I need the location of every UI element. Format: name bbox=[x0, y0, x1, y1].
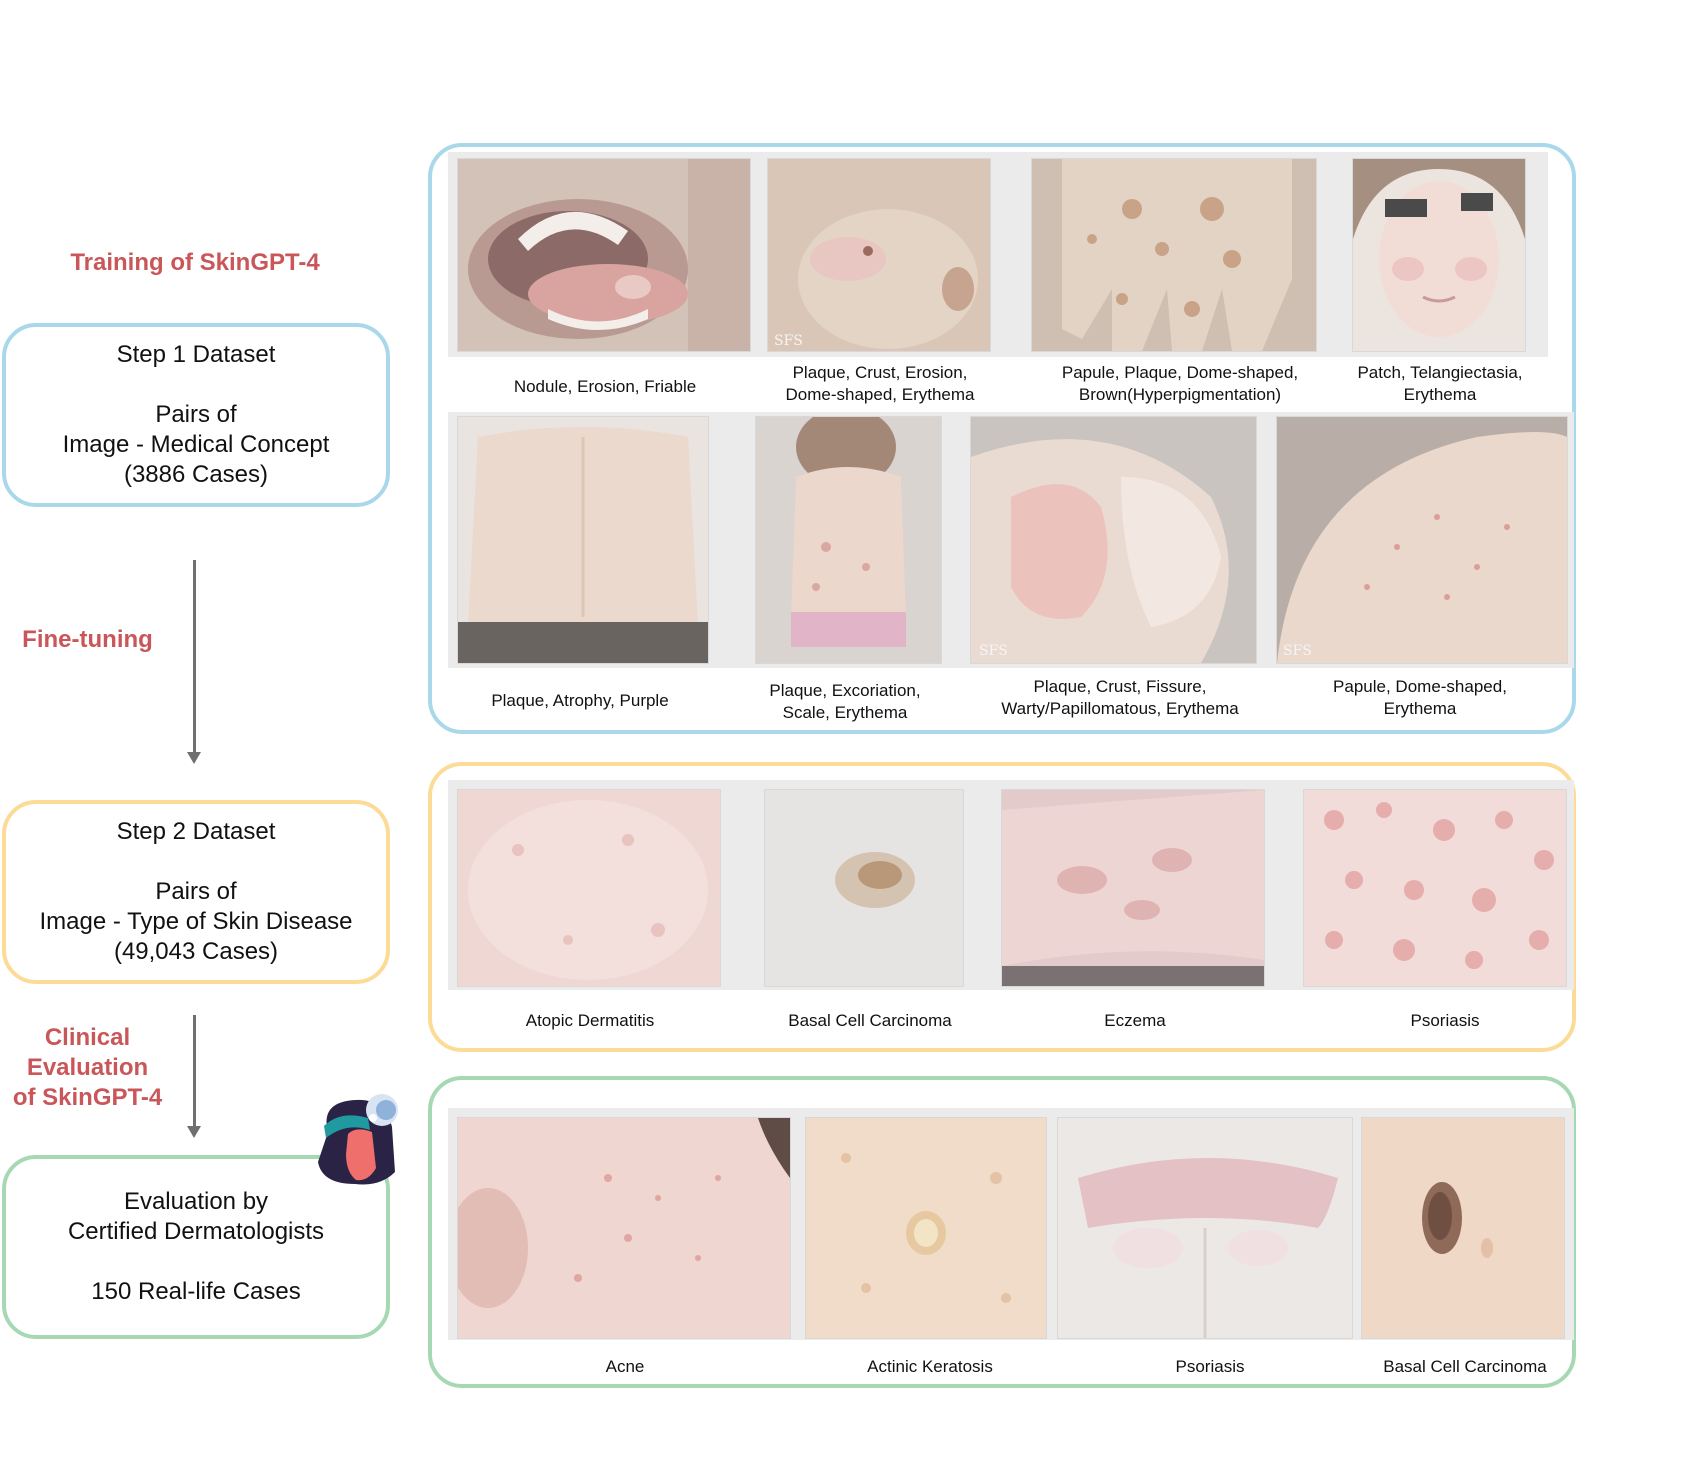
svg-text:SFS: SFS bbox=[979, 643, 1008, 659]
doctor-avatar-icon bbox=[310, 1092, 410, 1192]
caption-row1-3: Papule, Plaque, Dome-shaped, Brown(Hyper… bbox=[1030, 362, 1330, 406]
caption-line: Dome-shaped, Erythema bbox=[785, 385, 975, 404]
caption-line: Patch, Telangiectasia, bbox=[1357, 363, 1523, 382]
clinical-label-line: Evaluation bbox=[26, 1054, 149, 1081]
arrow-step1-to-step2 bbox=[193, 560, 196, 752]
caption-line: Scale, Erythema bbox=[782, 703, 908, 722]
caption-row2-1: Plaque, Atrophy, Purple bbox=[455, 690, 705, 712]
step2-line: Image - Type of Skin Disease bbox=[39, 908, 353, 935]
step3-title-line: Evaluation by bbox=[123, 1188, 269, 1215]
step3-cases: 150 Real-life Cases bbox=[91, 1278, 301, 1305]
step1-line: Image - Medical Concept bbox=[62, 431, 330, 458]
image-keratosis-lesion bbox=[805, 1117, 1047, 1339]
step1-title: Step 1 Dataset bbox=[116, 341, 276, 368]
caption-line: Nodule, Erosion, Friable bbox=[513, 377, 697, 396]
caption-row1-2: Plaque, Crust, Erosion, Dome-shaped, Ery… bbox=[745, 362, 1015, 406]
arrow-step2-to-step3 bbox=[193, 1015, 196, 1128]
image-bare-back bbox=[457, 416, 709, 664]
step1-line: Pairs of bbox=[155, 401, 237, 428]
caption-line: Plaque, Crust, Erosion, bbox=[792, 363, 968, 382]
svg-text:SFS: SFS bbox=[774, 333, 803, 349]
caption-row2-3: Plaque, Crust, Fissure, Warty/Papillomat… bbox=[970, 676, 1270, 720]
image-back-dermatitis bbox=[457, 789, 721, 987]
image-hand-papules bbox=[1031, 158, 1317, 352]
caption-line: Papule, Dome-shaped, bbox=[1333, 677, 1507, 696]
image-cheek-acne bbox=[457, 1117, 791, 1339]
step2-line: (49,043 Cases) bbox=[113, 938, 279, 965]
caption-row2-4: Papule, Dome-shaped, Erythema bbox=[1300, 676, 1540, 720]
caption-bcc-eval: Basal Cell Carcinoma bbox=[1383, 1357, 1547, 1376]
step3-title-line: Certified Dermatologists bbox=[67, 1218, 325, 1245]
caption-line: Warty/Papillomatous, Erythema bbox=[1001, 699, 1239, 718]
caption-row2-2: Plaque, Excoriation, Scale, Erythema bbox=[725, 680, 965, 724]
step1-line: (3886 Cases) bbox=[123, 461, 269, 488]
caption-row1-4: Patch, Telangiectasia, Erythema bbox=[1320, 362, 1560, 406]
step1-dataset-box: Step 1 Dataset Pairs of Image - Medical … bbox=[2, 323, 390, 507]
caption-line: Plaque, Crust, Fissure, bbox=[1033, 677, 1207, 696]
clinical-label-line: of SkinGPT-4 bbox=[12, 1084, 163, 1111]
caption-eczema: Eczema bbox=[1104, 1011, 1166, 1030]
image-toddler-torso bbox=[755, 416, 942, 664]
caption-line: Erythema bbox=[1403, 385, 1477, 404]
caption-psoriasis: Psoriasis bbox=[1410, 1011, 1480, 1030]
image-psoriasis-spots bbox=[1303, 789, 1567, 987]
arrow-head-icon bbox=[187, 752, 201, 764]
step2-dataset-box: Step 2 Dataset Pairs of Image - Type of … bbox=[2, 800, 390, 984]
image-child-face bbox=[1352, 158, 1526, 352]
clinical-evaluation-label: Clinical Evaluation of SkinGPT-4 bbox=[0, 1023, 175, 1113]
caption-line: Plaque, Atrophy, Purple bbox=[491, 691, 669, 710]
caption-atopic-dermatitis: Atopic Dermatitis bbox=[525, 1011, 655, 1030]
clinical-label-line: Clinical bbox=[44, 1024, 131, 1051]
image-scaly-knee: SFS bbox=[970, 416, 1257, 664]
image-shoulder-papules: SFS bbox=[1276, 416, 1568, 664]
caption-actinic-keratosis: Actinic Keratosis bbox=[867, 1357, 993, 1376]
step2-line: Pairs of bbox=[155, 878, 237, 905]
image-dermoscopy-lesion bbox=[764, 789, 964, 987]
caption-line: Plaque, Excoriation, bbox=[769, 681, 921, 700]
image-mole-lesion bbox=[1361, 1117, 1565, 1339]
caption-line: Brown(Hyperpigmentation) bbox=[1078, 385, 1282, 404]
caption-basal-cell-carcinoma: Basal Cell Carcinoma bbox=[788, 1011, 952, 1030]
image-nose-lesion: SFS bbox=[767, 158, 991, 352]
caption-line: Papule, Plaque, Dome-shaped, bbox=[1061, 363, 1299, 382]
svg-text:SFS: SFS bbox=[1283, 643, 1312, 659]
image-arm-eczema bbox=[1001, 789, 1265, 987]
finetuning-label: Fine-tuning bbox=[22, 626, 153, 653]
training-label: Training of SkinGPT-4 bbox=[70, 249, 320, 276]
caption-line: Erythema bbox=[1383, 699, 1457, 718]
caption-psoriasis-eval: Psoriasis bbox=[1175, 1357, 1245, 1376]
arrow-head-icon bbox=[187, 1126, 201, 1138]
step2-title: Step 2 Dataset bbox=[116, 818, 276, 845]
caption-acne: Acne bbox=[605, 1357, 645, 1376]
image-buttock-psoriasis bbox=[1057, 1117, 1353, 1339]
caption-row1-1: Nodule, Erosion, Friable bbox=[470, 376, 740, 398]
step3-evaluation-box: Evaluation by Certified Dermatologists 1… bbox=[2, 1155, 390, 1339]
image-open-mouth bbox=[457, 158, 751, 352]
